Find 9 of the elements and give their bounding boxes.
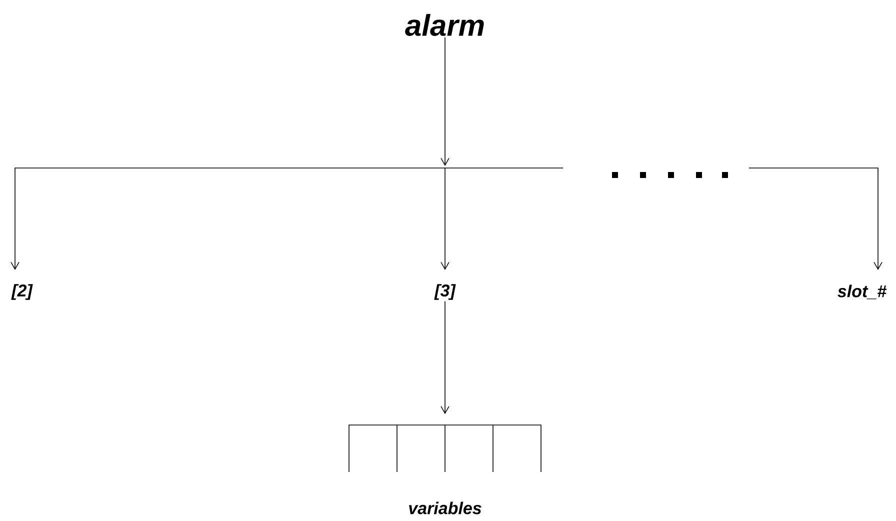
arrow [440,37,450,166]
arrow [10,168,446,270]
label: alarm [405,14,484,36]
array-drawing: variables [348,424,542,514]
arrow [440,300,450,414]
label: [2] [11,284,33,300]
label: slot_# [838,284,887,300]
label: [3] [434,284,456,300]
arrow [440,168,450,270]
